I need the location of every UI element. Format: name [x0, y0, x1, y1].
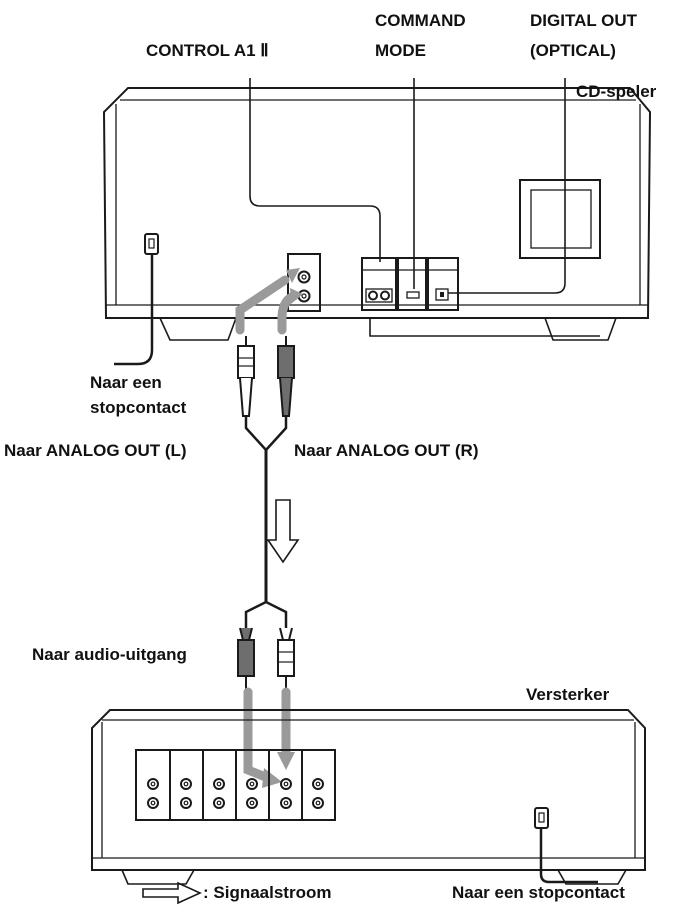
lower-cable — [237, 600, 295, 788]
label-outlet-cd-1: Naar een — [90, 373, 162, 392]
amplifier-jack-panels — [135, 749, 336, 821]
amplifier — [91, 709, 646, 885]
digital-out-panel — [427, 257, 459, 311]
command-mode-panel — [397, 257, 427, 311]
cd-player — [102, 78, 652, 366]
label-outlet-amp: Naar een stopcontact — [452, 883, 625, 902]
signal-flow-arrow-icon — [266, 499, 300, 564]
label-command: COMMAND — [375, 11, 466, 30]
cd-power-inlet — [144, 233, 159, 255]
signal-flow-legend-icon — [142, 881, 202, 905]
label-amplifier: Versterker — [526, 685, 610, 704]
label-plate — [519, 179, 601, 259]
label-audio-out: Naar audio-uitgang — [32, 645, 187, 664]
label-digital-out: DIGITAL OUT — [530, 11, 638, 30]
upper-cable — [235, 268, 303, 602]
label-mode: MODE — [375, 41, 426, 60]
label-outlet-cd-2: stopcontact — [90, 398, 187, 417]
label-analog-out-r: Naar ANALOG OUT (R) — [294, 441, 479, 460]
control-a1-panel — [361, 257, 397, 311]
label-cd-player: CD-speler — [576, 82, 657, 101]
label-signal-flow: : Signaalstroom — [203, 883, 332, 902]
amp-power-inlet — [534, 807, 549, 829]
label-analog-out-l: Naar ANALOG OUT (L) — [4, 441, 187, 460]
label-control-a1: CONTROL A1 Ⅱ — [146, 41, 269, 60]
label-optical: (OPTICAL) — [530, 41, 616, 60]
